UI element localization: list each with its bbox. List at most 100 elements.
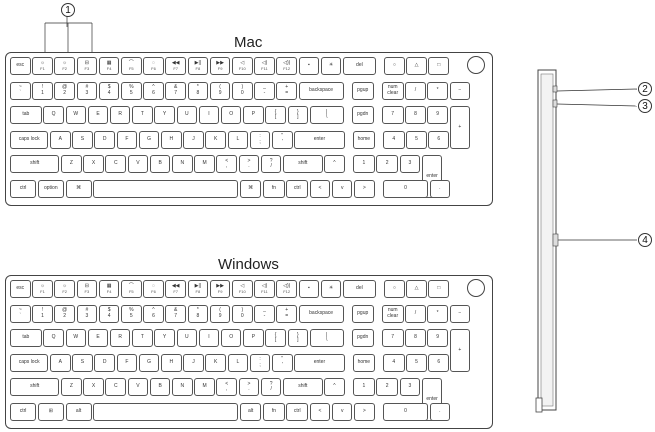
key-label: ○ [392, 62, 396, 69]
key-label: ( 9 [218, 307, 222, 319]
mac-key-shift_row-8: < , [216, 155, 238, 173]
windows-key-fn_row-13: ▪ [298, 280, 320, 298]
mac-key-fn_row-0: esc [10, 57, 31, 75]
windows-key-num_row-2: @ 2 [54, 304, 75, 323]
key-label: ◌ [151, 283, 155, 290]
mac-key-qwerty_row-11: { [ [265, 106, 286, 124]
key-label: 4 [392, 358, 396, 365]
key-label: tab [22, 334, 30, 341]
windows-key-home_row-12: enter [294, 353, 345, 372]
key-sublabel: F8 [195, 65, 201, 71]
key-label: ◁)) [283, 283, 291, 290]
key-label: ^ 6 [152, 307, 155, 319]
key-label: : ; [259, 356, 261, 368]
mac-key-shift_row-3: C [105, 155, 127, 173]
mac-key-qwerty_row-16: 8 [405, 106, 426, 124]
windows-key-home_row-2: S [72, 353, 93, 372]
mac-key-fn_row-18: □ [428, 57, 450, 75]
key-label: v [340, 184, 344, 191]
key-label: 9 [436, 111, 440, 118]
mac-key-fn_row-9: ▶▶F9 [209, 57, 231, 75]
mac-key-num_row-11: _ - [254, 81, 275, 100]
key-label: < , [225, 380, 229, 392]
key-label: ⊟ [84, 60, 89, 67]
windows-key-bottom_row-9: > [354, 402, 375, 421]
key-label: % 5 [129, 84, 134, 96]
key-sublabel: F3 [84, 65, 90, 71]
mac-key-bottom_row-4: ⌘ [239, 179, 262, 198]
mac-key-home_row-8: K [205, 130, 226, 149]
windows-key-qwerty_row-10: P [243, 329, 264, 347]
key-label: R [118, 111, 122, 118]
key-label: ☼ [62, 283, 67, 290]
mac-key-shift_row-12: ^ [324, 155, 345, 173]
key-label: ctrl [19, 407, 27, 414]
key-label: V [136, 160, 140, 167]
mac-key-bottom_row-3 [93, 179, 239, 198]
key-label: v [340, 407, 344, 414]
key-sublabel: F10 [238, 65, 246, 71]
mac-key-bottom_row-9: > [354, 179, 375, 198]
key-label: ctrl [293, 407, 301, 414]
windows-key-num_row-16: / [405, 304, 426, 323]
key-label: 1 [362, 160, 366, 167]
callout-4: 4 [638, 233, 652, 247]
key-label: A [58, 358, 62, 365]
mac-key-num_row-6: ^ 6 [143, 81, 164, 100]
windows-key-shift_row-0: shift [10, 378, 60, 396]
windows-key-fn_row-15: del [343, 280, 376, 298]
windows-key-fn_row-10: ◁F10 [232, 280, 253, 298]
key-sublabel: F6 [151, 65, 156, 71]
key-label: □ [437, 62, 441, 69]
mac-key-qwerty_row-6: Y [154, 106, 175, 124]
key-label: 0 [404, 407, 407, 414]
key-label: ▦ [106, 283, 112, 290]
key-label: pgup [357, 309, 369, 316]
key-label: ⊟ [84, 283, 89, 290]
key-label: @ 2 [62, 307, 68, 319]
key-label: home [357, 135, 371, 142]
key-label: enter [313, 135, 326, 142]
mac-key-fn_row-12: ◁))F12 [276, 57, 297, 75]
key-sublabel: F6 [151, 288, 156, 294]
windows-key-qwerty_row-2: W [65, 329, 87, 347]
mac-key-home_row-9: L [227, 130, 249, 149]
windows-key-num_row-0: ~ ` [10, 304, 31, 323]
key-label: G [147, 135, 151, 142]
key-label: E [96, 111, 100, 118]
mac-key-home_row-16: 6 [428, 130, 450, 149]
windows-key-fn_row-14: ☀ [320, 280, 342, 298]
key-label: S [80, 358, 85, 365]
key-label: > . [247, 380, 251, 392]
key-label: L [236, 358, 240, 365]
windows-key-qwerty_row-3: E [87, 329, 109, 347]
key-label: " ' [281, 133, 284, 145]
key-label: > . [247, 157, 251, 169]
key-label: ^ [333, 160, 336, 167]
key-label: & 7 [174, 307, 178, 319]
key-label: M [202, 383, 207, 390]
key-label: * 8 [196, 84, 200, 96]
windows-key-home_row-9: L [227, 353, 249, 372]
mac-key-num_row-4: $ 4 [98, 81, 120, 100]
windows-key-num_row-10: ) 0 [232, 304, 253, 323]
key-label: esc [16, 62, 25, 69]
mac-key-fn_row-6: ◌F6 [143, 57, 164, 75]
mac-key-qwerty_row-18: + [449, 106, 471, 149]
mac-key-home_row-15: 5 [406, 130, 427, 149]
mac-key-shift_row-1: Z [61, 155, 82, 173]
key-label: enter [426, 172, 438, 179]
key-label: ◁ [240, 283, 245, 290]
mac-key-qwerty_row-14: pgdn [351, 106, 374, 124]
mac-key-home_row-10: : ; [249, 130, 271, 149]
mac-key-num_row-12: + = [276, 81, 297, 100]
mac-key-bottom_row-0: ctrl [10, 179, 37, 198]
key-label: @ 2 [62, 84, 68, 96]
key-label: ☀ [328, 62, 334, 69]
key-label: * [436, 86, 439, 93]
key-label: U [184, 111, 189, 118]
windows-key-fn_row-12: ◁))F12 [276, 280, 297, 298]
mac-key-qwerty_row-4: R [109, 106, 131, 124]
key-label: □ [437, 285, 441, 292]
key-label: fn [271, 407, 277, 414]
